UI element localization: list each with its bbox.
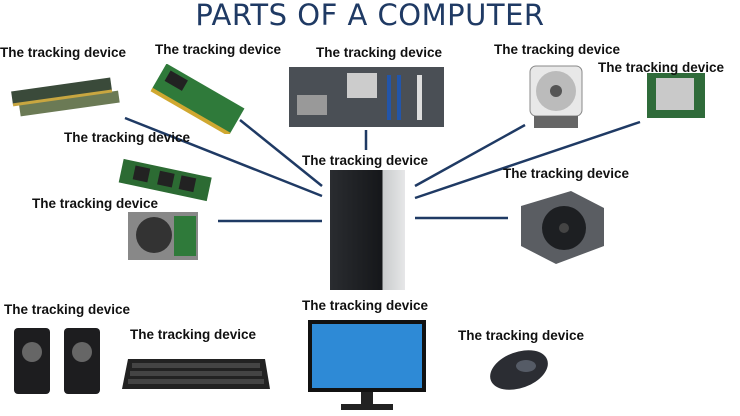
label-hard-drive: The tracking device xyxy=(32,196,159,211)
label-motherboard: The tracking device xyxy=(316,45,443,60)
label-ram: The tracking device xyxy=(0,45,127,60)
speakers-icon xyxy=(14,328,100,394)
label-speakers: The tracking device xyxy=(4,302,131,317)
connector-ram xyxy=(124,116,323,198)
motherboard-icon xyxy=(289,67,444,127)
connector-card xyxy=(239,119,323,187)
label-keyboard: The tracking device xyxy=(130,327,257,342)
power-supply-icon xyxy=(521,191,604,264)
label-expansion-card: The tracking device xyxy=(155,42,282,57)
mouse-icon xyxy=(490,350,548,390)
label-power-supply: The tracking device xyxy=(503,166,630,181)
monitor-icon xyxy=(308,320,426,410)
label-mouse: The tracking device xyxy=(458,328,585,343)
label-ssd: The tracking device xyxy=(64,130,191,145)
label-cpu-cooler: The tracking device xyxy=(494,42,621,57)
ram-icon xyxy=(11,77,120,117)
expansion-card-icon xyxy=(150,64,245,134)
label-cpu: The tracking device xyxy=(598,60,725,75)
keyboard-icon xyxy=(122,359,270,389)
connector-cooler xyxy=(414,123,526,188)
computer-case-icon xyxy=(330,170,405,290)
hard-drive-icon xyxy=(128,212,198,260)
label-monitor: The tracking device xyxy=(302,298,429,313)
cpu-icon xyxy=(647,73,705,118)
cpu-cooler-icon xyxy=(529,65,583,128)
ssd-icon xyxy=(118,158,212,202)
connector-cpu xyxy=(414,120,641,200)
diagram-title: PARTS OF A COMPUTER xyxy=(195,0,545,32)
label-computer-case: The tracking device xyxy=(302,153,429,168)
